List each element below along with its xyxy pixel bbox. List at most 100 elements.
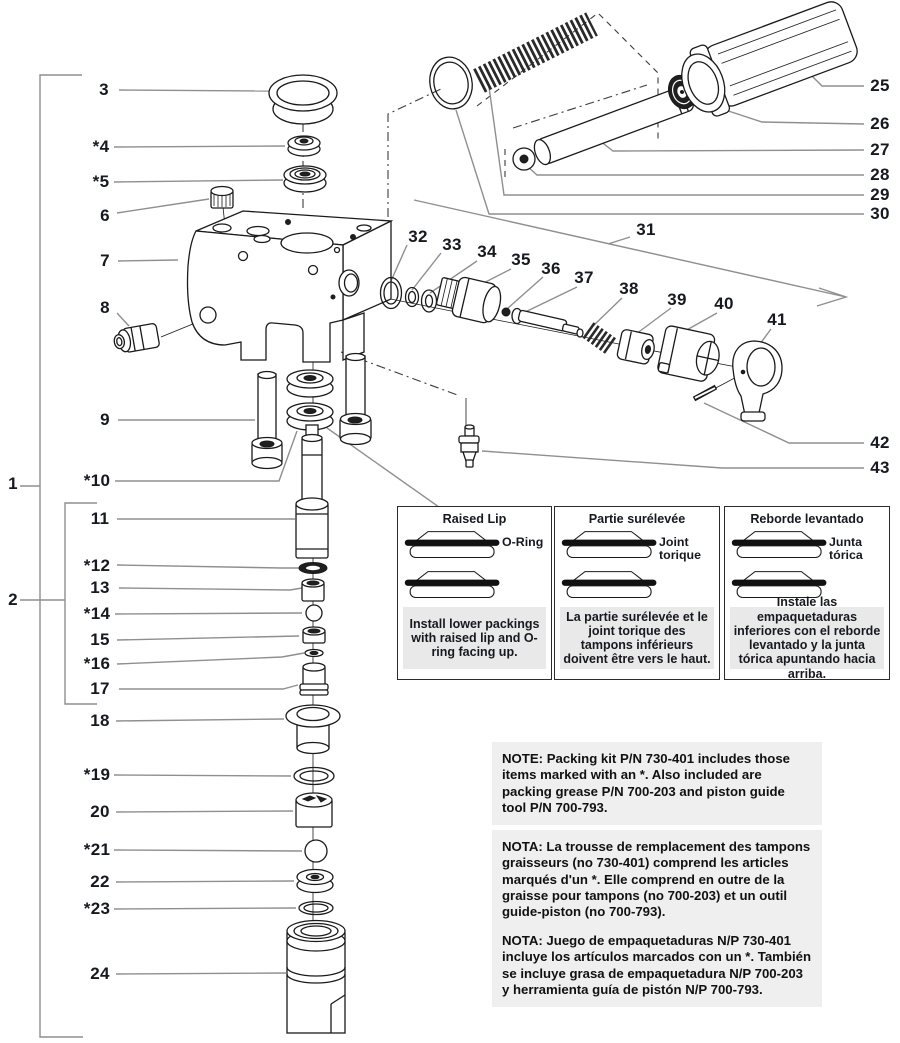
callout-32: 32 — [408, 227, 428, 246]
callout-star-14: *14 — [83, 604, 111, 623]
part-41-handle-knob — [732, 340, 783, 422]
note-english: NOTE: Packing kit P/N 730-401 includes t… — [492, 742, 822, 826]
part-25-handle-grip — [681, 1, 858, 117]
callout-20: 20 — [90, 802, 110, 821]
callout-39: 39 — [667, 290, 687, 309]
packing-illustration — [404, 531, 500, 559]
callout-star-4: *4 — [92, 137, 110, 156]
callout-33: 33 — [442, 235, 462, 254]
packing-illustration — [404, 571, 500, 599]
part-32-o-ring — [379, 276, 403, 310]
callout-star-16: *16 — [83, 654, 111, 673]
callout-star-5: *5 — [92, 172, 110, 191]
o-ring-label: O-Ring — [502, 535, 544, 549]
note-spanish: NOTA: Juego de empaquetaduras N/P 730-40… — [492, 924, 822, 1008]
packing-box-title: Reborde levantado — [750, 512, 864, 526]
part-33-washer — [404, 286, 420, 308]
part-36-ball — [501, 307, 511, 317]
part-13-spacer — [301, 578, 325, 602]
part-11-sleeve — [295, 497, 329, 559]
part-42-pin — [692, 384, 718, 402]
part-34-seal — [420, 289, 438, 313]
packing-washer-upper — [286, 369, 334, 398]
callout-26: 26 — [870, 114, 890, 133]
part-29-spring — [473, 12, 598, 93]
callout-31: 31 — [636, 220, 656, 239]
packing-box-title: Raised Lip — [442, 512, 507, 526]
callout-17: 17 — [90, 679, 110, 698]
callout-1: 1 — [8, 474, 18, 493]
packing-box-caption: Instale las empaquetaduras inferiores co… — [730, 595, 884, 681]
callout-9: 9 — [100, 410, 110, 429]
packing-box-title: Partie surélevée — [588, 512, 686, 526]
part-4-seal-washer — [287, 135, 321, 157]
callout-42: 42 — [870, 433, 890, 452]
part-18-bushing — [285, 704, 341, 755]
part-14-ball — [305, 604, 323, 622]
part-17-gland — [299, 662, 329, 696]
o-ring-label: Junta tórica — [829, 535, 863, 563]
part-43-fitting — [458, 424, 480, 468]
callout-6: 6 — [100, 206, 110, 225]
note-french: NOTA: La trousse de remplacement des tam… — [492, 830, 822, 930]
part-39-nut — [616, 329, 655, 365]
packing-illustration — [731, 531, 827, 559]
part-22-washer — [296, 868, 334, 894]
packing-illustration — [731, 571, 827, 599]
packing-box-spanish: Reborde levantado Junta tórica Instale l… — [724, 506, 890, 681]
callout-2: 2 — [8, 590, 18, 609]
part-21-ball — [304, 839, 328, 863]
packing-illustration — [561, 531, 657, 559]
part-20-cage — [295, 792, 333, 828]
part-7-pump-block — [186, 210, 394, 363]
part-16-washer — [304, 648, 324, 658]
callout-35: 35 — [511, 250, 531, 269]
callout-7: 7 — [100, 251, 110, 270]
callout-11: 11 — [90, 509, 110, 528]
callout-34: 34 — [477, 242, 497, 261]
part-37-stem — [511, 307, 584, 338]
o-ring-label: Joint torique — [659, 535, 701, 563]
part-15-seat — [302, 626, 326, 644]
callout-15: 15 — [90, 630, 110, 649]
callout-37: 37 — [574, 268, 594, 287]
callout-36: 36 — [541, 259, 561, 278]
callout-22: 22 — [90, 872, 110, 891]
callout-41: 41 — [767, 310, 787, 329]
part-12-o-ring — [298, 562, 328, 574]
part-9-bolt-right — [339, 352, 372, 446]
part-23-o-ring — [298, 900, 334, 916]
callout-3: 3 — [99, 80, 109, 99]
part-9-bolt-left — [251, 370, 283, 470]
callout-43: 43 — [870, 458, 890, 477]
callout-star-21: *21 — [83, 840, 111, 859]
packing-illustration — [561, 571, 657, 599]
callout-29: 29 — [870, 185, 890, 204]
callout-38: 38 — [619, 279, 639, 298]
callout-30: 30 — [870, 204, 890, 223]
part-8-fitting — [113, 323, 160, 353]
packing-box-caption: Install lower packings with raised lip a… — [403, 607, 546, 669]
part-35-valve-body — [435, 276, 502, 324]
part-19-o-ring — [293, 766, 335, 786]
packing-box-english: Raised Lip O-Ring Install lower packings… — [397, 506, 552, 680]
part-6-plug — [210, 185, 234, 209]
callout-25: 25 — [870, 76, 890, 95]
callout-star-10: *10 — [83, 471, 111, 490]
callout-18: 18 — [90, 711, 110, 730]
callout-40: 40 — [714, 294, 734, 313]
packing-box-french: Partie surélevée Joint torique La partie… — [554, 506, 720, 680]
callout-star-12: *12 — [83, 556, 111, 575]
callout-8: 8 — [100, 298, 110, 317]
part-30-o-ring — [429, 56, 473, 110]
part-3-cap — [268, 74, 338, 125]
callout-27: 27 — [870, 140, 890, 159]
callout-star-23: *23 — [83, 899, 111, 918]
callout-28: 28 — [870, 165, 890, 184]
part-5-washer — [283, 165, 327, 193]
packing-washer-lower — [286, 402, 334, 431]
part-28-washer — [512, 147, 536, 171]
part-24-foot-valve-cylinder — [286, 919, 346, 1034]
